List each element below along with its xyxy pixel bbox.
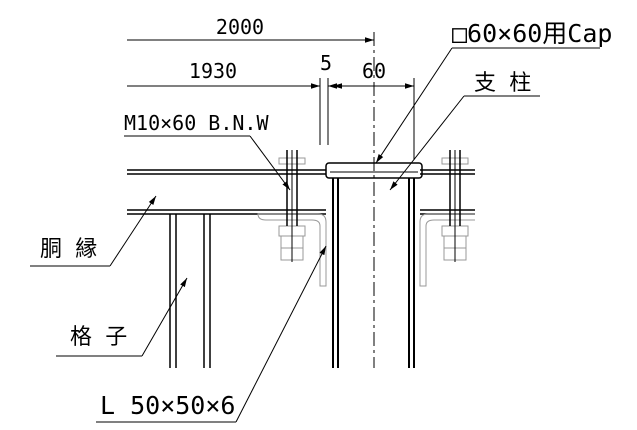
bolt-leader — [249, 135, 291, 191]
dimension-lines: 2000 1930 5 60 — [127, 15, 415, 160]
lattice-leader — [141, 277, 188, 357]
rail-leader — [109, 195, 157, 267]
cap-label: □60×60用Cap — [452, 19, 612, 48]
dim-2000-text: 2000 — [216, 15, 264, 39]
angle-label: L 50×50×6 — [100, 391, 235, 420]
callouts: □60×60用Cap 支 柱 M10×60 B.N.W 胴 縁 格 子 L 50… — [30, 19, 612, 423]
post-leader — [389, 95, 465, 191]
cap-leader — [375, 47, 453, 164]
lattice-bars — [169, 214, 211, 368]
angle-brackets — [257, 213, 475, 287]
bolt-label: M10×60 B.N.W — [124, 111, 269, 135]
angle-leader — [235, 245, 327, 423]
post — [332, 178, 415, 368]
lattice-label: 格 子 — [70, 325, 127, 350]
post-cap — [325, 162, 423, 179]
dim-1930-text: 1930 — [189, 59, 237, 83]
rails — [127, 169, 475, 215]
dim-5-text: 5 — [320, 51, 332, 75]
post-label: 支 柱 — [474, 71, 531, 96]
rail-label: 胴 縁 — [40, 237, 97, 262]
